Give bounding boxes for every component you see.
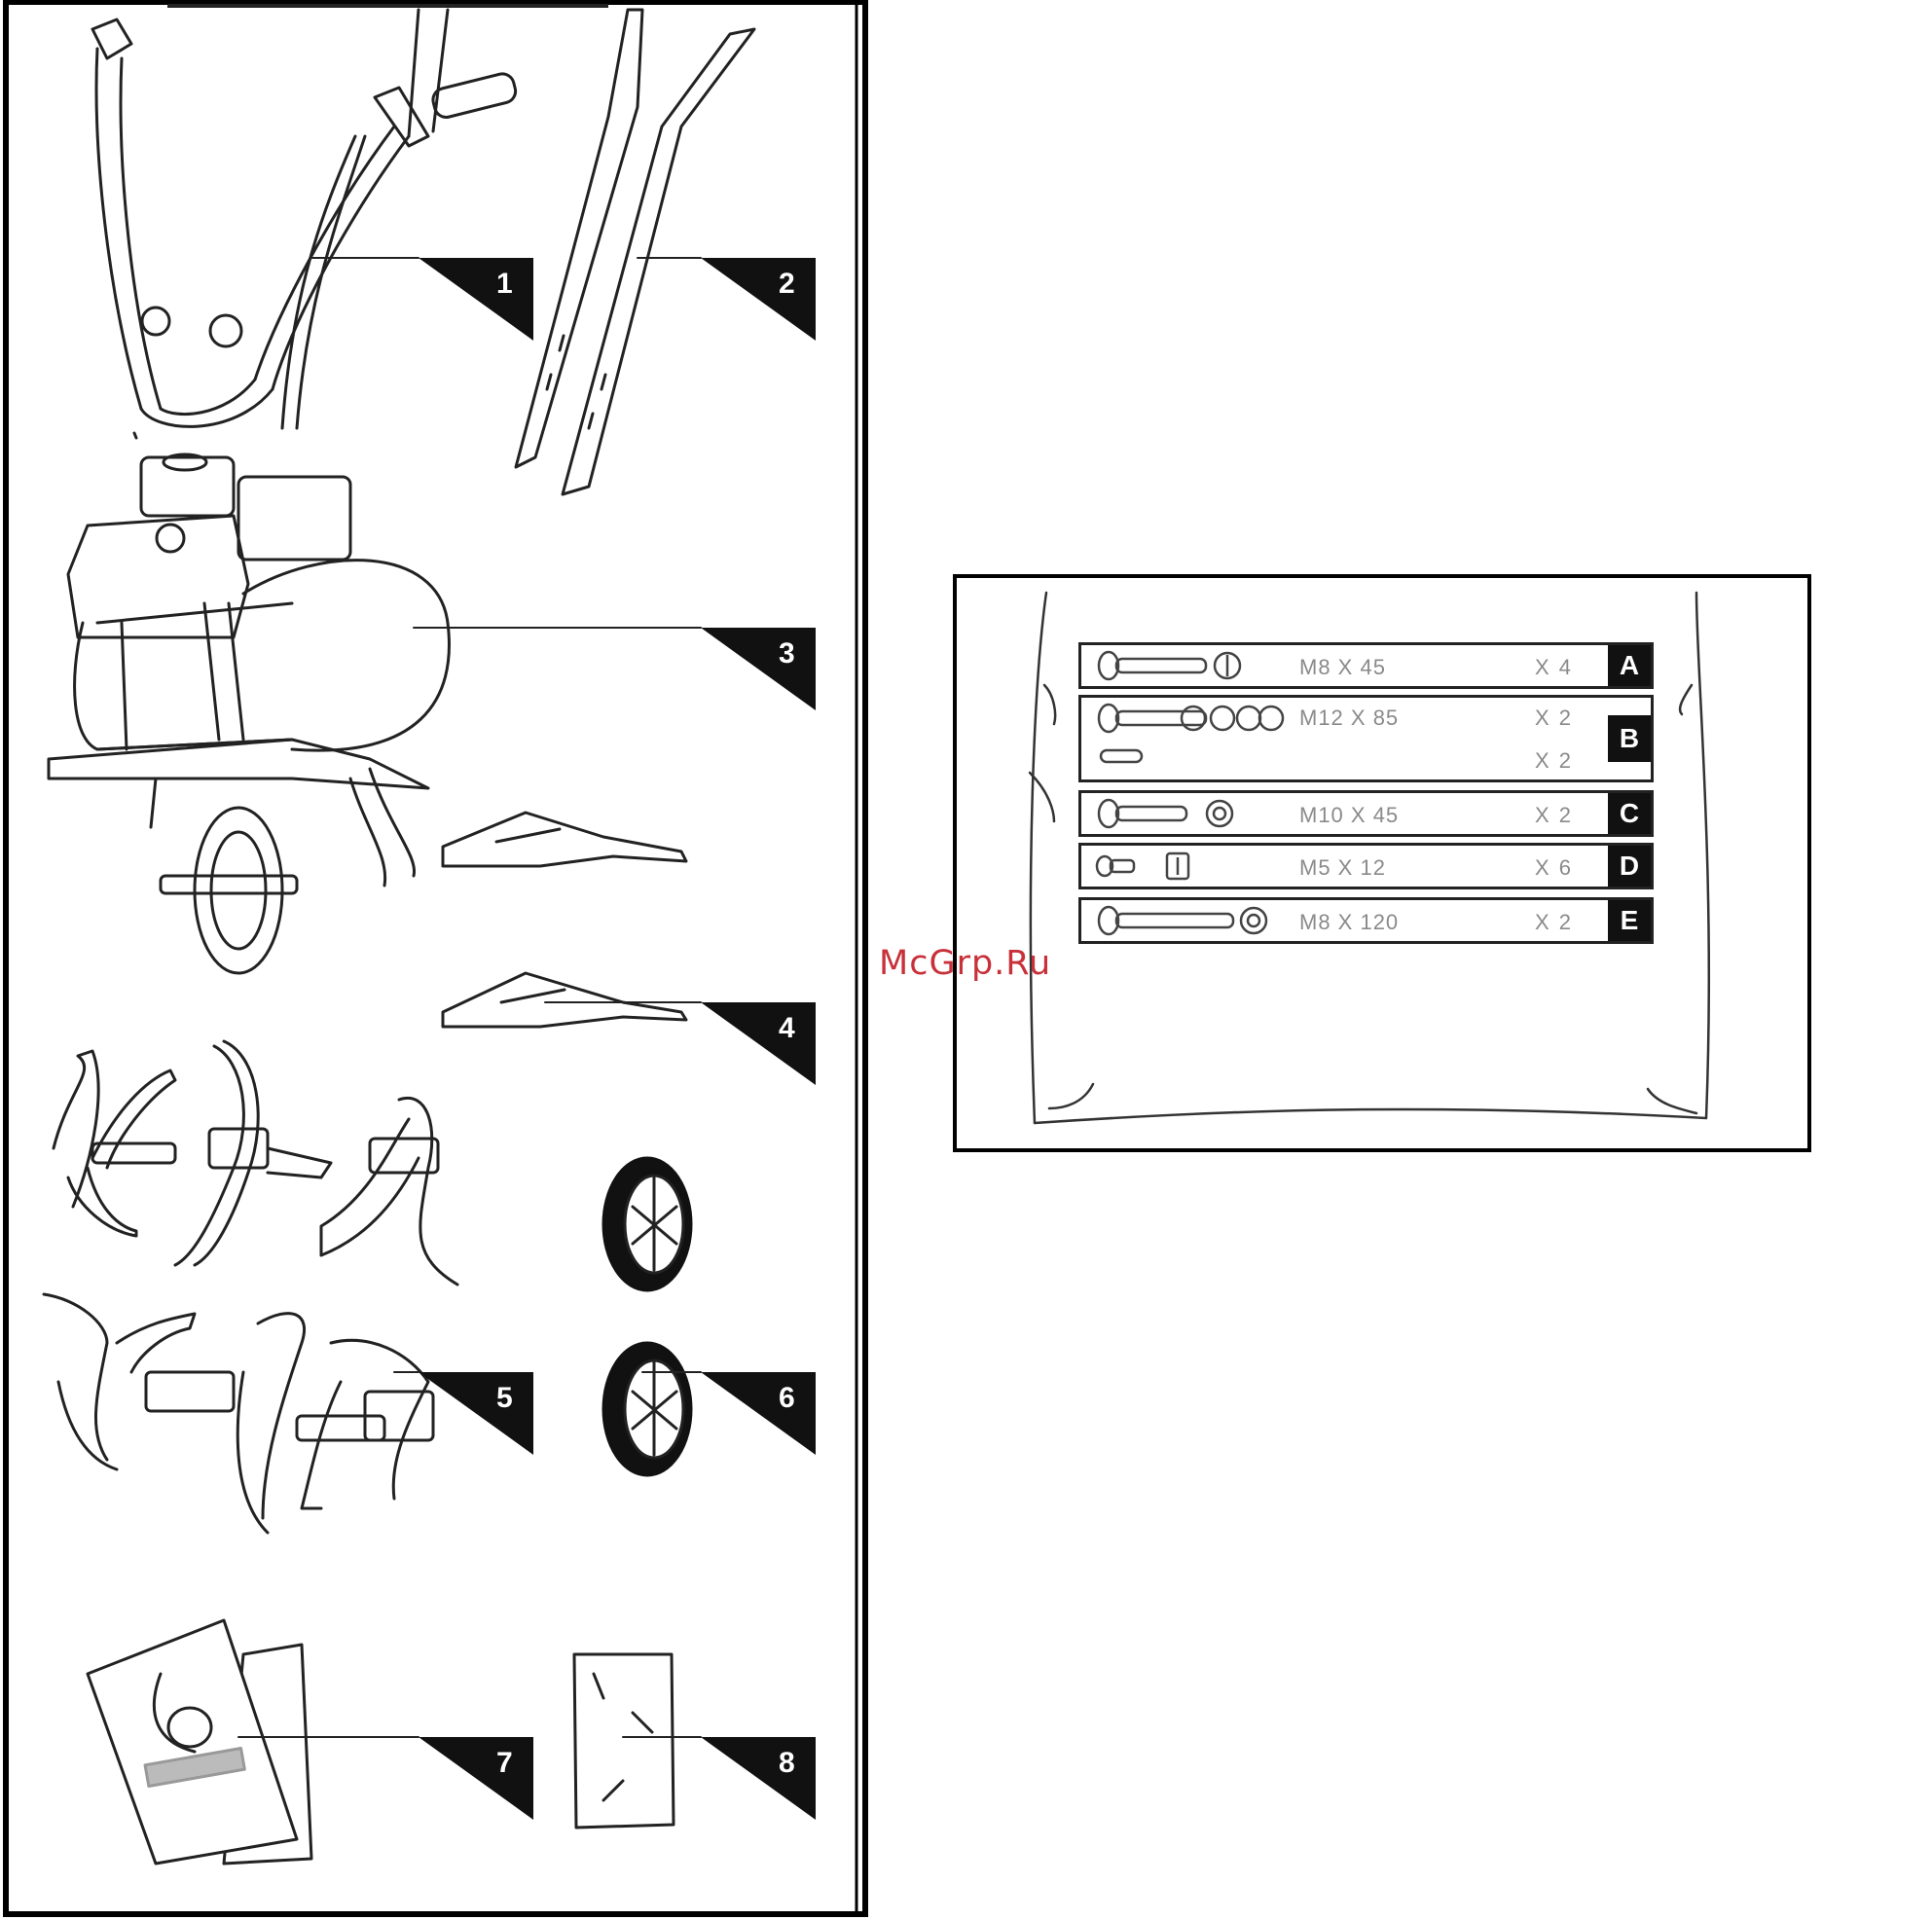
callout-2-tag <box>701 258 816 341</box>
hardware-row-d: M5 X 12 X 6 D <box>1078 843 1654 889</box>
bolt-washer-icon <box>1081 645 1276 686</box>
row-letter-badge: E <box>1608 900 1651 941</box>
bolt-nut-washers-icon <box>1081 698 1305 779</box>
callout-1-number: 1 <box>496 268 513 301</box>
callout-7-number: 7 <box>496 1747 513 1780</box>
row-letter-badge: C <box>1608 793 1651 834</box>
hardware-row-e: M8 X 120 X 2 E <box>1078 897 1654 944</box>
size-label: M10 X 45 <box>1299 803 1399 828</box>
lower-handle-drawing <box>516 10 754 494</box>
callout-5-number: 5 <box>496 1382 513 1415</box>
callout-3-number: 3 <box>779 637 795 670</box>
upper-handle-drawing <box>92 10 518 438</box>
hardware-row-c: M10 X 45 X 2 C <box>1078 790 1654 837</box>
size-label: M8 X 120 <box>1299 910 1399 935</box>
bolt-nut-icon <box>1081 793 1276 834</box>
quantity-label: X 4 <box>1535 655 1573 680</box>
size-label: M12 X 85 <box>1299 706 1399 731</box>
quantity-label: X 2 <box>1535 910 1573 935</box>
row-letter-badge: B <box>1608 715 1651 762</box>
hardware-bag-drawing <box>574 1654 674 1828</box>
size-label: M5 X 12 <box>1299 855 1386 881</box>
callout-4-number: 4 <box>779 1012 795 1045</box>
screw-nut-icon <box>1081 846 1276 887</box>
hardware-row-b: M12 X 85 X 2 X 2 B <box>1078 695 1654 782</box>
size-label: M8 X 45 <box>1299 655 1386 680</box>
engine-drawing <box>49 454 449 973</box>
callout-8-tag <box>701 1737 816 1820</box>
callout-6-number: 6 <box>779 1382 795 1415</box>
parts-panel: 1 2 3 4 5 6 7 8 <box>0 0 871 1920</box>
row-letter-badge: A <box>1608 645 1651 686</box>
hardware-kit-box: M8 X 45 X 4 A M12 X 85 X 2 X 2 B <box>953 574 1811 1152</box>
tines-drawing <box>44 1041 457 1533</box>
callout-6-tag <box>701 1372 816 1455</box>
callout-1-tag <box>419 258 533 341</box>
row-letter-badge: D <box>1608 846 1651 887</box>
hardware-row-a: M8 X 45 X 4 A <box>1078 642 1654 689</box>
quantity-label: X 2 <box>1535 803 1573 828</box>
callout-3-tag <box>701 628 816 710</box>
callout-4-tag <box>701 1002 816 1085</box>
quantity-label-secondary: X 2 <box>1535 748 1573 774</box>
quantity-label: X 2 <box>1535 706 1573 731</box>
callout-2-number: 2 <box>779 268 795 301</box>
callout-5-tag <box>419 1372 533 1455</box>
parts-illustration <box>0 0 871 1920</box>
quantity-label: X 6 <box>1535 855 1573 881</box>
side-guards-drawing <box>443 813 686 1027</box>
watermark-text: McGrp.Ru <box>879 944 1051 983</box>
wheels-drawing <box>603 1158 691 1475</box>
callout-8-number: 8 <box>779 1747 795 1780</box>
callout-7-tag <box>419 1737 533 1820</box>
manual-drawing <box>88 1620 311 1864</box>
long-bolt-nut-icon <box>1081 900 1276 941</box>
